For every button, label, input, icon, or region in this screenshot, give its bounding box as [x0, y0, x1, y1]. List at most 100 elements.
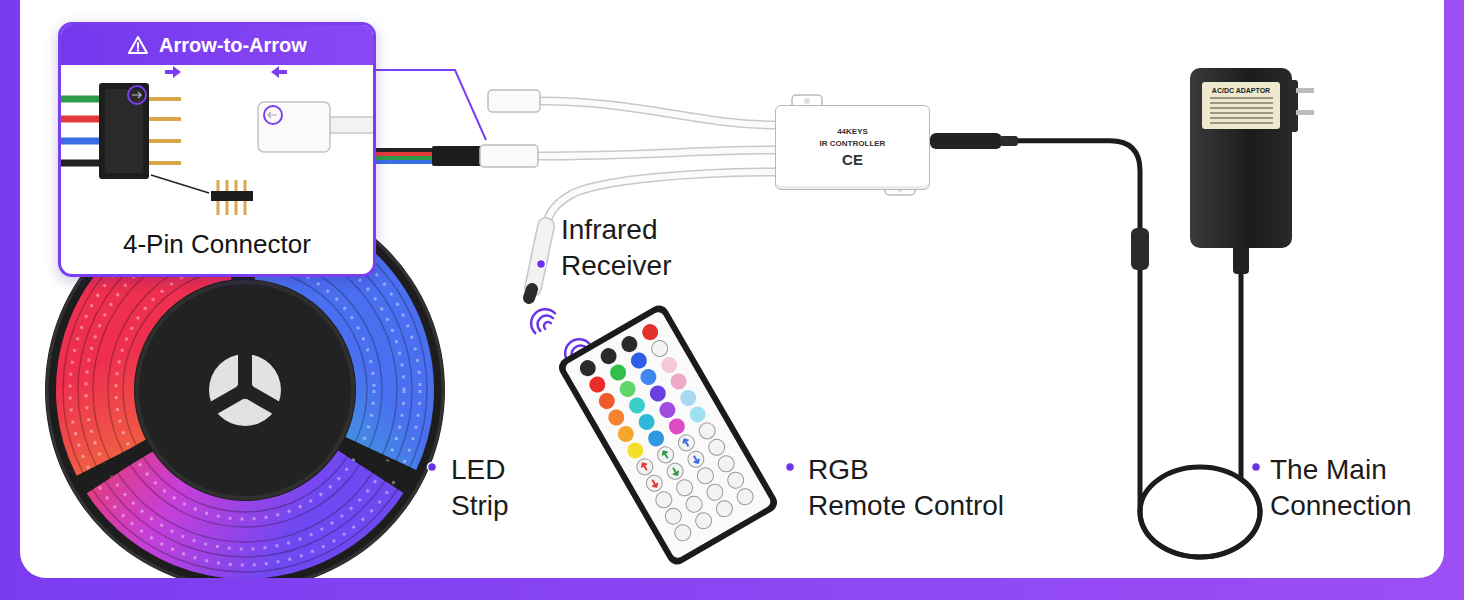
ferrite-bead: [1131, 228, 1149, 270]
controller-cables: [538, 101, 776, 226]
strip-connectors-part: [480, 145, 538, 167]
hub-center: [236, 381, 254, 399]
arrow-mark-circle: [128, 86, 146, 104]
remote-buttons-part: [624, 439, 646, 461]
label-dots: [428, 260, 1261, 472]
plug-prongs-part: [1296, 88, 1314, 93]
ir-controller-box: 44KEYSIR CONTROLLERCE: [775, 105, 930, 190]
remote-buttons-part: [677, 387, 699, 409]
remote-arrow-marks-part: [682, 438, 691, 448]
led-dots-part: [116, 261, 374, 519]
warning-icon: [127, 35, 149, 55]
fine-print-bar: [1210, 107, 1273, 109]
remote-arrow-marks-part: [671, 466, 680, 476]
part-label: RGB Remote Control: [808, 452, 1004, 524]
callout-part-name: 4-Pin Connector: [123, 229, 311, 259]
adapter-marking: AC/DC ADAPTOR: [1212, 87, 1270, 94]
strip-connectors: [432, 90, 540, 167]
remote-white-buttons-part: [662, 505, 684, 527]
remote-white-buttons-part: [643, 472, 665, 494]
remote-white-buttons-part: [706, 436, 728, 458]
male-pins-part: [149, 97, 181, 101]
fine-print-bar: [1210, 112, 1273, 114]
remote-white-buttons-part: [715, 453, 737, 475]
male-pins: [149, 99, 181, 163]
remote-white-buttons: [634, 420, 756, 544]
infrared-receiver: [529, 226, 546, 298]
remote-buttons-part: [658, 354, 680, 376]
remote-buttons: [577, 321, 709, 461]
remote-white-buttons-part: [725, 469, 747, 491]
label-dots-part: [786, 463, 795, 472]
infrared-receiver-part: [533, 226, 546, 288]
remote-buttons-part: [647, 383, 669, 405]
strain-relief: [1233, 244, 1249, 274]
label-dots-part: [428, 463, 437, 472]
fine-print-bar: [1210, 117, 1273, 119]
arrow-mark: [268, 112, 277, 118]
male-pins-part: [149, 117, 181, 121]
remote-buttons-part: [628, 350, 650, 372]
part-label: The Main Connection: [1270, 452, 1412, 524]
label-line: Infrared: [561, 212, 671, 248]
remote-buttons-part: [636, 411, 658, 433]
closeup-wires: [61, 99, 101, 163]
pin-header-bar: [211, 191, 253, 201]
remote-white-buttons-part: [704, 481, 726, 503]
remote-buttons-part: [645, 427, 667, 449]
label-dots-part: [537, 260, 546, 269]
remote-white-buttons-part: [693, 510, 715, 532]
rgb-remote-part: [564, 310, 773, 560]
hub-arms: [210, 350, 280, 410]
male-pins-part: [149, 161, 181, 165]
remote-buttons-part: [656, 399, 678, 421]
female-cable: [330, 117, 373, 133]
plug-prongs-part: [1296, 110, 1314, 115]
controller-cables-part: [538, 150, 776, 156]
remote-buttons-part: [618, 333, 640, 355]
closeup-wires-part: [61, 138, 101, 145]
rgb-remote-part: [555, 302, 780, 568]
ir-signal-part-part: [534, 312, 553, 331]
ir-signal-part-part: [542, 320, 550, 328]
remote-white-buttons-part: [713, 498, 735, 520]
closeup-wires-part: [61, 116, 101, 123]
dc-plug-part: [930, 133, 1002, 149]
winding-lines-part: [123, 268, 367, 512]
rgb-remote: [555, 302, 780, 568]
remote-buttons-part: [615, 423, 637, 445]
controller-marking: CE: [842, 151, 863, 168]
male-connector: [99, 83, 149, 179]
warning-icon-part: [137, 49, 139, 51]
remote-buttons-part: [668, 371, 690, 393]
remote-white-buttons-part: [685, 448, 707, 470]
arrow-mark: [132, 92, 141, 98]
remote-white-buttons-part: [674, 477, 696, 499]
direction-arrow: [165, 66, 181, 78]
callout-header: Arrow-to-Arrow: [61, 25, 373, 65]
remote-buttons-part: [687, 403, 709, 425]
remote-buttons-part: [596, 390, 618, 412]
label-line: The Main: [1270, 452, 1412, 488]
label-line: LED: [451, 452, 509, 488]
adapter-sticker: AC/DC ADAPTOR: [1202, 82, 1280, 129]
infrared-receiver-part: [529, 289, 532, 298]
cable-loop: [1140, 467, 1260, 557]
remote-buttons-part: [639, 321, 661, 343]
power-adapter: AC/DC ADAPTOR: [1190, 68, 1292, 248]
female-connector: [258, 102, 330, 152]
remote-buttons-part: [607, 362, 629, 384]
strip-connectors-part: [432, 146, 482, 166]
controller-marking: IR CONTROLLER: [820, 139, 886, 148]
remote-white-buttons-part: [683, 493, 705, 515]
arrow-mark-circle: [264, 106, 282, 124]
remote-white-buttons-part: [655, 444, 677, 466]
remote-buttons-part: [605, 407, 627, 429]
remote-arrow-marks-part: [691, 454, 700, 464]
remote-buttons-part: [598, 345, 620, 367]
remote-buttons-part: [626, 395, 648, 417]
remote-white-buttons-part: [734, 486, 756, 508]
part-label: LED Strip: [451, 452, 509, 524]
remote-arrow-marks: [640, 438, 700, 488]
fine-print-bar: [1210, 122, 1273, 124]
